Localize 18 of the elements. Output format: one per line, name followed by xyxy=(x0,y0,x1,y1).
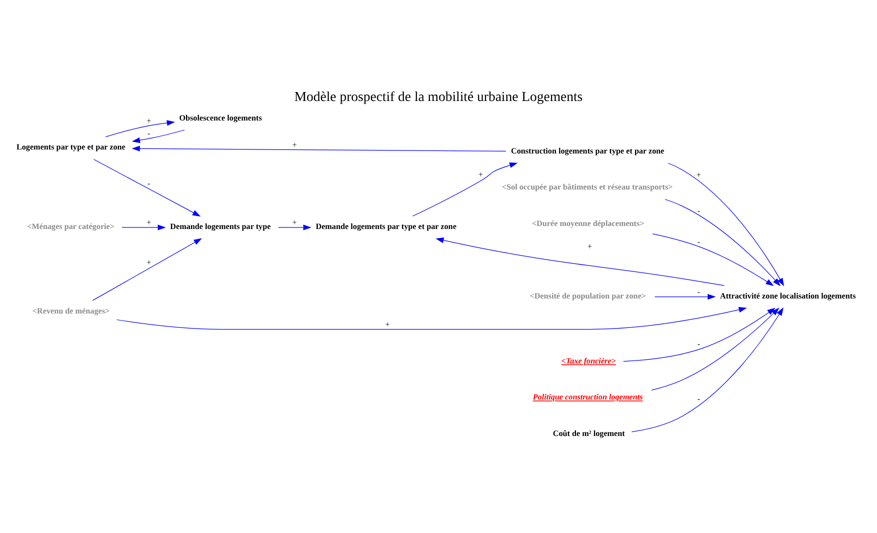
arrow xyxy=(122,224,166,230)
diagram-title: Modèle prospectif de la mobilité urbaine Logements xyxy=(294,88,583,104)
arrow xyxy=(651,308,780,390)
arrow xyxy=(93,159,201,217)
arrow xyxy=(668,162,784,286)
arrow xyxy=(631,307,784,432)
arrow xyxy=(132,146,506,152)
arrow xyxy=(278,224,312,230)
arrow xyxy=(652,234,774,286)
arrow xyxy=(623,308,776,362)
arrow xyxy=(664,199,781,286)
arrow xyxy=(412,162,518,216)
arrow xyxy=(92,238,202,301)
arrow xyxy=(436,238,725,286)
arrow xyxy=(116,306,747,330)
arrow xyxy=(105,120,176,138)
arrow xyxy=(132,130,185,144)
arrow xyxy=(654,294,716,300)
